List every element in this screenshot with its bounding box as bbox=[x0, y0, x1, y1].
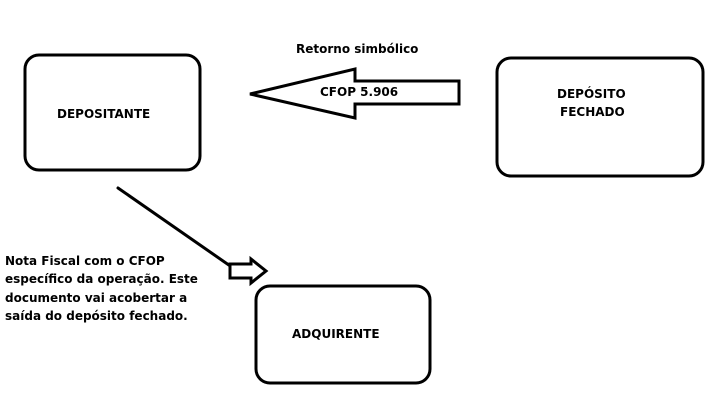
block-arrow-right-icon bbox=[228, 255, 269, 287]
cfop-label: CFOP 5.906 bbox=[320, 85, 398, 99]
deposito-fechado-label-line2: FECHADO bbox=[560, 105, 625, 119]
deposito-fechado-node: DEPÓSITO FECHADO bbox=[495, 56, 705, 178]
deposito-fechado-label-line1: DEPÓSITO bbox=[557, 86, 626, 101]
adquirente-box bbox=[254, 284, 432, 385]
nota-fiscal-line-4: saída do depósito fechado. bbox=[5, 309, 188, 323]
retorno-simbolico-arrow: Retorno simbólico CFOP 5.906 bbox=[249, 42, 461, 120]
depositante-label: DEPOSITANTE bbox=[57, 107, 150, 121]
depositante-box bbox=[23, 53, 202, 172]
nota-fiscal-note: Nota Fiscal com o CFOP específico da ope… bbox=[5, 254, 198, 323]
block-arrow-left-icon bbox=[249, 67, 461, 120]
adquirente-node: ADQUIRENTE bbox=[254, 284, 432, 385]
adquirente-label: ADQUIRENTE bbox=[292, 327, 380, 341]
retorno-simbolico-title: Retorno simbólico bbox=[296, 42, 418, 56]
deposito-fechado-box bbox=[495, 56, 705, 178]
depositante-node: DEPOSITANTE bbox=[23, 53, 202, 172]
nota-fiscal-line-1: Nota Fiscal com o CFOP bbox=[5, 254, 165, 268]
nota-fiscal-connector bbox=[116, 186, 269, 287]
connector-line bbox=[116, 186, 238, 272]
nota-fiscal-line-2: específico da operação. Este bbox=[5, 272, 198, 286]
nota-fiscal-line-3: documento vai acobertar a bbox=[5, 291, 187, 305]
